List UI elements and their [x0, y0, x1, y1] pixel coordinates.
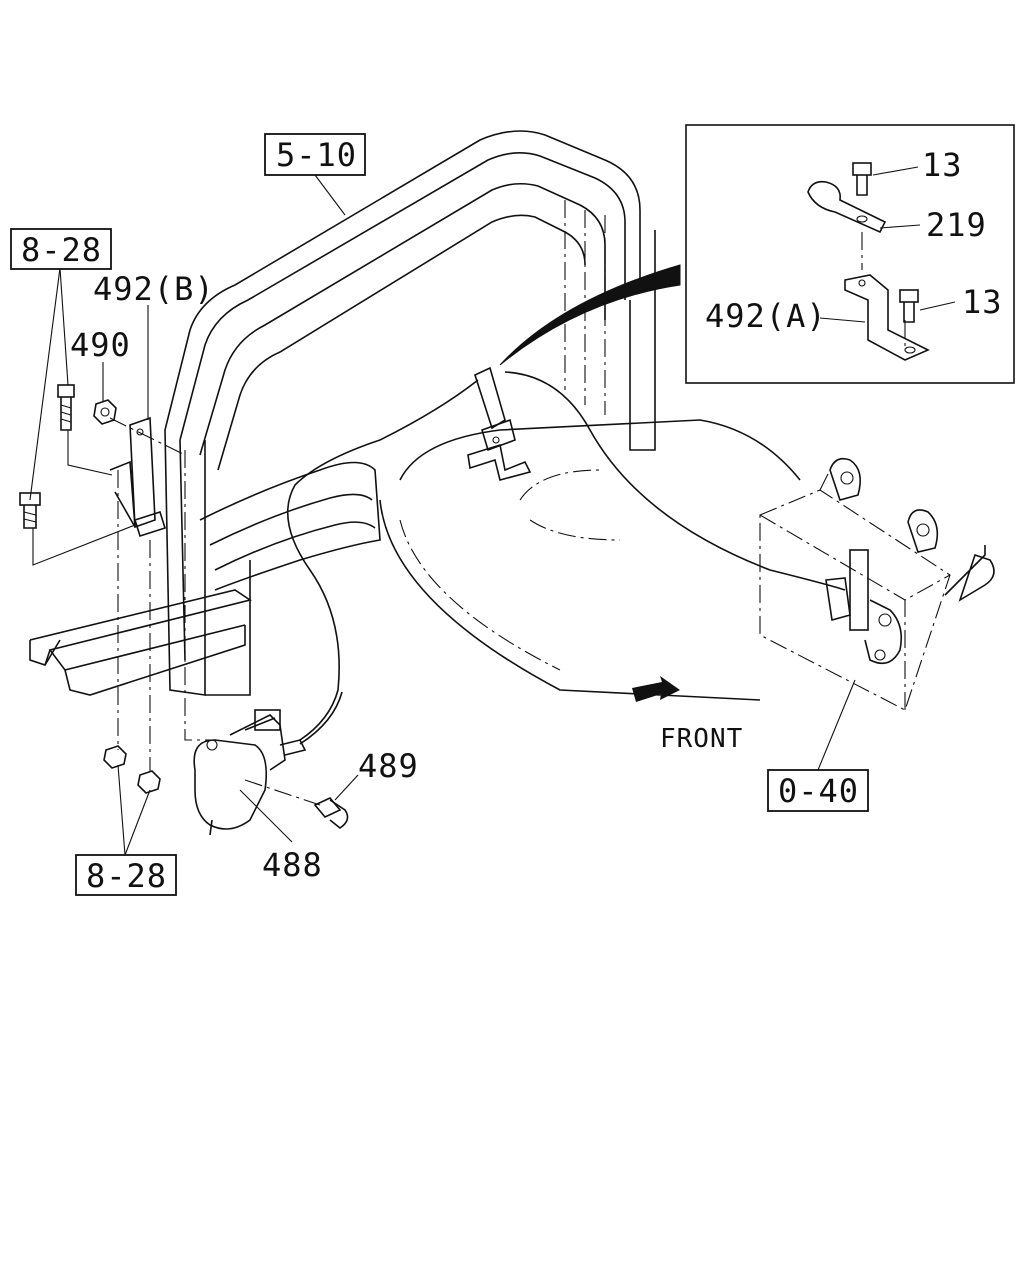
- part-label-13-mid: 13: [962, 283, 1003, 321]
- part-label-219: 219: [926, 206, 987, 244]
- control-box: [759, 457, 995, 711]
- ref-box-8-28-bottom: [75, 854, 177, 896]
- nuts-8-28-lower: [103, 745, 161, 794]
- front-label: FRONT: [660, 724, 743, 754]
- part-label-492a: 492(A): [705, 297, 827, 335]
- nut-490: [93, 399, 117, 425]
- ref-label-8-28-bottom: 8-28: [86, 857, 167, 895]
- frame-rail: [29, 589, 252, 696]
- part-label-13-top: 13: [922, 146, 963, 184]
- inset-pointer: [499, 264, 681, 366]
- ref-box-5-10: [264, 133, 366, 176]
- ref-label-0-40: 0-40: [778, 772, 859, 810]
- part-label-492b: 492(B): [93, 270, 215, 308]
- part-label-488: 488: [262, 846, 323, 884]
- part-label-489: 489: [358, 747, 419, 785]
- bolt-489: [313, 797, 349, 829]
- ref-box-8-28-top: [10, 228, 112, 270]
- detail-inset: [685, 124, 1015, 384]
- cable: [287, 366, 846, 745]
- part-label-490: 490: [70, 326, 131, 364]
- leaders: [29, 174, 856, 856]
- ref-box-0-40: [767, 769, 869, 812]
- cab-frame: [164, 130, 801, 701]
- ref-label-8-28-top: 8-28: [21, 231, 102, 269]
- ref-label-5-10: 5-10: [276, 136, 357, 174]
- bolt-8-28-upper: [57, 384, 75, 431]
- front-arrow: [632, 676, 680, 702]
- switch-488: [193, 709, 307, 836]
- bolt-8-28-left: [19, 492, 41, 529]
- assembly-lines: [32, 320, 906, 806]
- bracket-492b: [109, 416, 167, 538]
